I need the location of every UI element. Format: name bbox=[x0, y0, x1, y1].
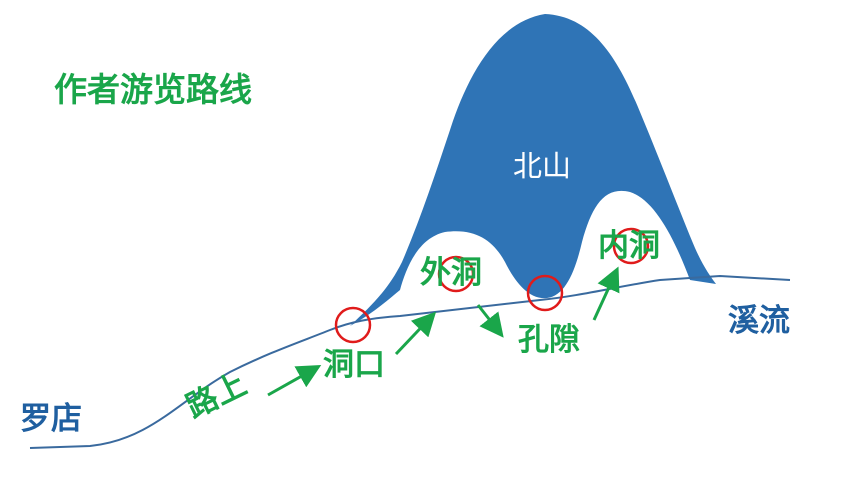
crevice-label: 孔隙 bbox=[518, 322, 580, 358]
cave-mouth-marker bbox=[334, 306, 372, 344]
arrow-crevice-to-inner bbox=[592, 266, 620, 321]
mountain-label: 北山 bbox=[513, 149, 572, 183]
ground-line bbox=[29, 274, 791, 449]
outer-cave-label: 外洞 bbox=[420, 255, 482, 291]
diagram-title: 作者游览路线 bbox=[54, 70, 252, 109]
arrow-road-to-mouth bbox=[267, 365, 322, 397]
mountain-shape bbox=[350, 14, 716, 326]
luodian-label: 罗店 bbox=[20, 401, 82, 437]
inner-cave-label: 内洞 bbox=[598, 228, 660, 264]
arrow-mouth-to-outer bbox=[394, 311, 437, 356]
inner-cave-marker bbox=[612, 227, 650, 265]
outer-cave-marker bbox=[437, 255, 475, 293]
arrow-outer-to-crevice bbox=[476, 304, 504, 338]
stream-label: 溪流 bbox=[728, 303, 790, 339]
crevice-marker bbox=[526, 274, 564, 312]
cave-mouth-label: 洞口 bbox=[323, 347, 385, 383]
